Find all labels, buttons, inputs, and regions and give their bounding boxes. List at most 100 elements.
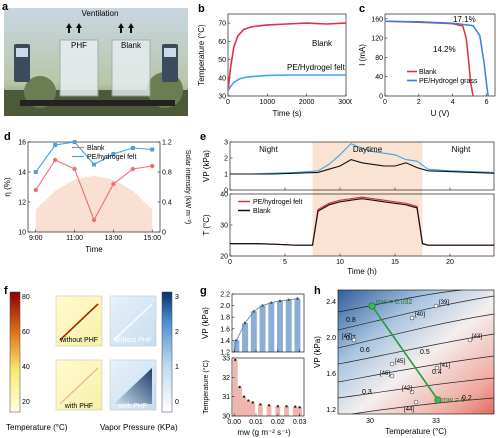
g-temp-bar: [237, 387, 243, 416]
blank-box: [111, 39, 151, 97]
panel-e-letter: e: [200, 131, 206, 143]
h-plot-area: [337, 289, 495, 415]
d-y2label: Solar intensity (kW m⁻²): [184, 150, 191, 224]
e-xlabel: Time (h): [347, 267, 377, 276]
ref-44: [44]: [404, 407, 414, 413]
eff-annotation-2: 14.2%: [433, 45, 456, 54]
temp-tick-20: 20: [22, 399, 30, 406]
e-bottom-xtick-label: 5: [283, 259, 287, 266]
g-temp-point: [234, 358, 237, 362]
b-ylabel: Temperature (°C): [197, 24, 206, 86]
g-temp-bar: [250, 402, 256, 416]
contour-06: 0.6: [360, 347, 370, 354]
g-temp-point: [242, 395, 246, 398]
d-ytick-label: 12: [18, 200, 26, 207]
g-vp-bar: [277, 300, 283, 352]
e-bottom-xtick-label: 20: [446, 259, 454, 266]
e-top-ylabel: VP (kPa): [202, 150, 211, 182]
g-vp-bar: [242, 323, 249, 352]
d-legend-label-0: Blank: [87, 145, 105, 152]
mw-start-point: [368, 302, 376, 310]
e-night-right-label: Night: [452, 145, 471, 154]
g-temp-bar: [297, 407, 303, 416]
d-frame: [27, 141, 161, 233]
vp-tick-3: 3: [175, 294, 179, 301]
b-xlabel: Time (s): [272, 109, 301, 118]
g-vp-bar: [250, 311, 257, 352]
b-xtick-label: 3000: [338, 99, 352, 106]
g-temp-bar: [245, 400, 251, 416]
eff-annotation-1: 17.1%: [453, 15, 476, 24]
g-top-ytick-label: 1.4: [220, 338, 230, 345]
panel-a: a Ventilation PHF Blank: [0, 0, 190, 120]
temperature-colorbar: [9, 291, 21, 413]
ventilation-arrows: [66, 23, 134, 33]
b-ytick-label: 60: [218, 39, 226, 46]
e-top-ytick-label: 2: [224, 156, 228, 163]
e-night-left-label: Night: [259, 145, 278, 154]
blank-label: Blank: [121, 41, 142, 50]
h-ylabel: VP (kPa): [313, 336, 322, 368]
vapor-pressure-colorbar: [161, 291, 173, 413]
d-point-1: [130, 146, 135, 150]
d-point-0: [33, 187, 38, 193]
g-bottom-xtick-label: 0.00: [227, 419, 241, 426]
d-point-0: [130, 166, 136, 172]
g-vp-bar: [233, 340, 240, 352]
g-temp-point: [298, 406, 301, 409]
label-with-phf-vp: with PHF: [118, 403, 147, 410]
d-point-0: [52, 157, 58, 163]
b-series-line-1: [227, 74, 346, 91]
g-temp-point: [294, 405, 297, 408]
c-ytick-label: 120: [371, 36, 383, 43]
d-ylabel: η (%): [3, 177, 12, 196]
d-point-0: [150, 163, 155, 169]
h-contour-labels: 0.8 0.7 0.6 0.5 0.4 0.3 0.2: [346, 317, 472, 402]
d-ytick-label: 10: [18, 230, 26, 237]
g-temp-point: [267, 404, 271, 407]
panel-g-letter: g: [200, 285, 207, 297]
c-xtick-label: 2: [417, 99, 421, 106]
panel-h: h 0.8 0.7 0.6 0.5 0.4 0.3 0.2 [39] [40]: [312, 282, 500, 438]
g-temp-bar: [275, 406, 281, 416]
contour-04: 0.4: [432, 369, 442, 376]
ref-41: [41]: [440, 363, 450, 369]
ref-40: [40]: [415, 312, 425, 318]
h-xtick-30: 30: [366, 418, 374, 425]
b-xtick-label: 2000: [299, 99, 315, 106]
temp-tick-40: 40: [22, 364, 30, 371]
g-temp-point: [285, 405, 288, 408]
g-xlabel: mw (g m⁻² s⁻¹): [237, 428, 291, 437]
e-bottom-xtick-label: 10: [336, 259, 344, 266]
phf-label: PHF: [71, 41, 87, 50]
vp-colorbar-label: Vapor Pressure (KPa): [100, 423, 178, 432]
g-vp-bar: [268, 302, 275, 352]
h-xlabel: Temperature (°C): [385, 427, 447, 436]
e-bottom-xtick-label: 15: [391, 259, 399, 266]
vp-tick-1: 1: [175, 364, 179, 371]
phf-box: [59, 39, 99, 97]
h-contours: [337, 289, 495, 415]
contour-05: 0.5: [420, 349, 430, 356]
g-temp-bar: [257, 404, 263, 416]
h-ytick-20: 2.0: [326, 335, 336, 342]
c-series-line-1: [384, 20, 489, 97]
d-point-0: [91, 217, 97, 223]
b-series-line-0: [227, 22, 347, 91]
g-temp-point: [238, 385, 241, 389]
g-top-ytick-label: 2.0: [220, 303, 230, 310]
panel-f-letter: f: [4, 285, 8, 297]
g-bottom-ytick-label: 30: [222, 414, 230, 421]
panel-h-letter: h: [314, 285, 321, 297]
g-vp-bar: [285, 299, 292, 352]
c-xtick-label: 6: [485, 99, 489, 106]
e-bottom-ytick-label: 30: [220, 223, 228, 230]
g-top-ytick-label: 1.8: [220, 315, 230, 322]
legend-phf-b: PE/Hydrogel felt: [287, 63, 346, 72]
b-ytick-label: 30: [218, 94, 226, 101]
h-ytick-16: 1.6: [326, 371, 336, 378]
d-y2tick-label: 0.4: [162, 200, 172, 207]
g-temp-point: [259, 403, 262, 406]
